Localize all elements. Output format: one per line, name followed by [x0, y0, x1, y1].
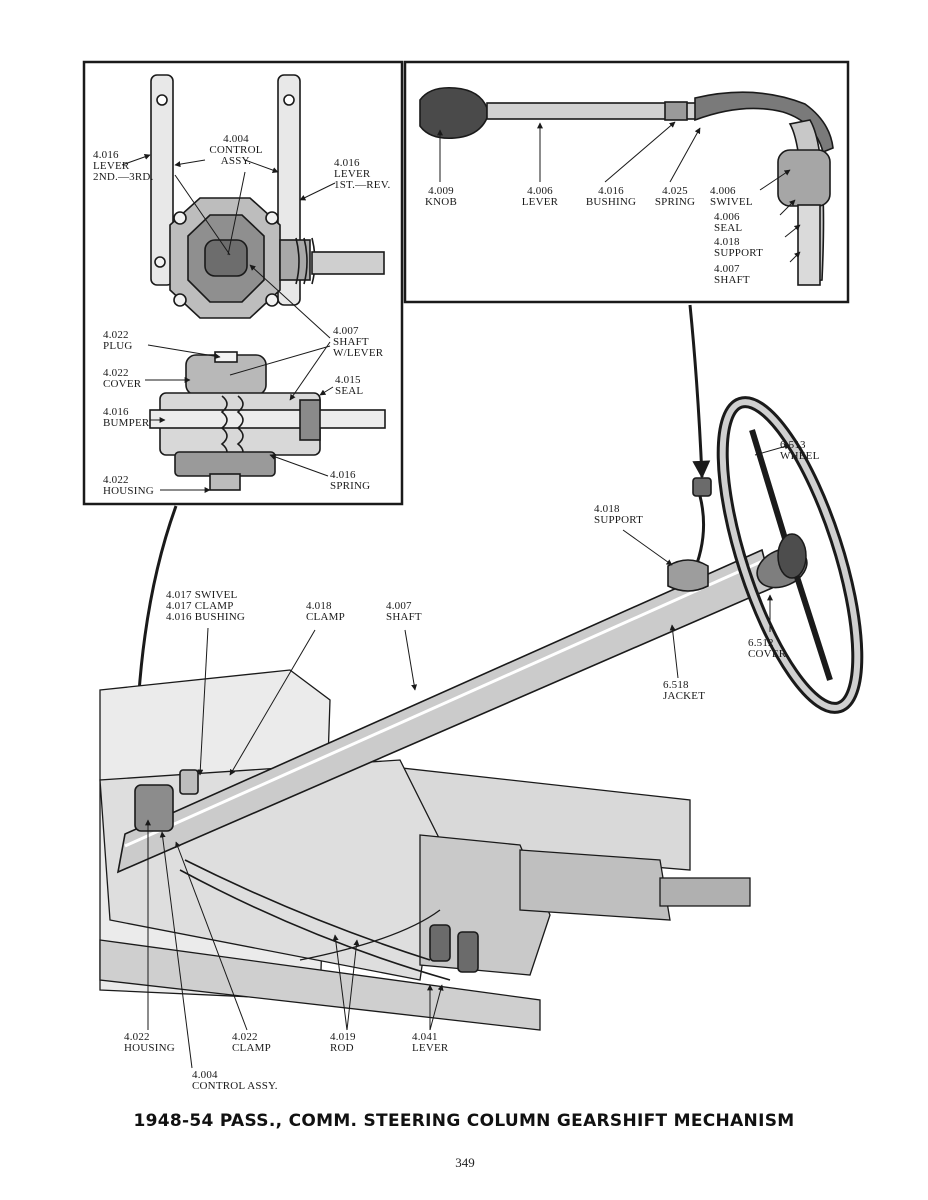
- page-number: 349: [455, 1155, 475, 1170]
- inset-left-frame: [82, 60, 404, 506]
- page-title: 1948-54 PASS., COMM. STEERING COLUMN GEA…: [133, 1111, 795, 1131]
- control-assembly-top-view: [150, 74, 385, 319]
- steering-wheel: [716, 396, 864, 714]
- shift-lever-assembly: [419, 86, 834, 286]
- shift-rods: [179, 859, 451, 981]
- control-assembly-section-view: [149, 351, 386, 491]
- inset-right-frame: [403, 60, 850, 304]
- main-leaders: [145, 443, 791, 1069]
- control-housing-lower: [134, 769, 479, 973]
- inset-left-leaders: [121, 153, 336, 493]
- inset-right-leaders: [437, 121, 801, 263]
- shift-lever-mount: [667, 477, 712, 592]
